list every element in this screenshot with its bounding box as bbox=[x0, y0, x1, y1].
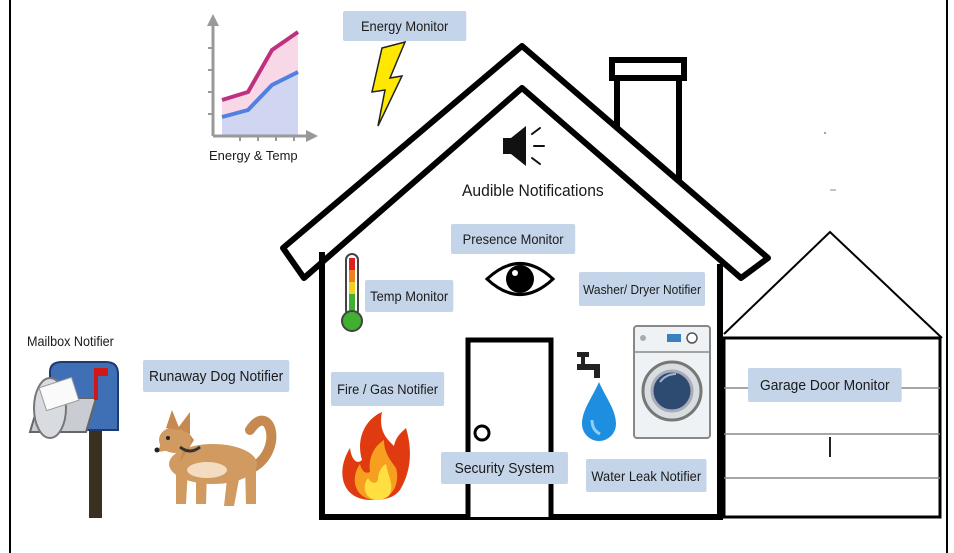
house-outline bbox=[280, 43, 771, 520]
front-door bbox=[465, 337, 554, 517]
mailbox-notifier-caption: Mailbox Notifier bbox=[27, 333, 114, 349]
dog-icon bbox=[154, 410, 277, 506]
eye-icon bbox=[484, 262, 556, 296]
runaway-dog-notifier-label: Runaway Dog Notifier bbox=[143, 360, 290, 392]
mailbox-icon bbox=[28, 361, 119, 518]
thermometer-icon bbox=[341, 253, 363, 332]
water-drop-icon bbox=[582, 382, 616, 441]
line-chart-icon bbox=[207, 14, 318, 142]
faucet-icon bbox=[577, 352, 600, 378]
garage-handle bbox=[829, 437, 831, 457]
lightning-bolt-icon bbox=[371, 40, 407, 127]
door-knob bbox=[473, 424, 491, 442]
energy-temp-caption: Energy & Temp bbox=[209, 148, 298, 163]
water-leak-notifier-label: Water Leak Notifier bbox=[586, 459, 707, 492]
speaker-icon bbox=[503, 126, 545, 166]
flame-icon bbox=[342, 412, 410, 500]
washer-dryer-notifier-label: Washer/ Dryer Notifier bbox=[579, 272, 706, 306]
fire-gas-notifier-label: Fire / Gas Notifier bbox=[331, 372, 445, 406]
security-system-label: Security System bbox=[441, 452, 568, 484]
temp-monitor-label: Temp Monitor bbox=[365, 280, 454, 312]
garage-door-monitor-label: Garage Door Monitor bbox=[748, 368, 902, 402]
speck bbox=[824, 132, 826, 134]
presence-monitor-label: Presence Monitor bbox=[451, 224, 576, 254]
washing-machine-icon bbox=[633, 325, 711, 439]
audible-notifications-caption: Audible Notifications bbox=[462, 181, 604, 200]
garage-outline bbox=[722, 230, 943, 519]
water-drop-highlight bbox=[590, 419, 601, 436]
energy-monitor-label: Energy Monitor bbox=[343, 11, 467, 41]
